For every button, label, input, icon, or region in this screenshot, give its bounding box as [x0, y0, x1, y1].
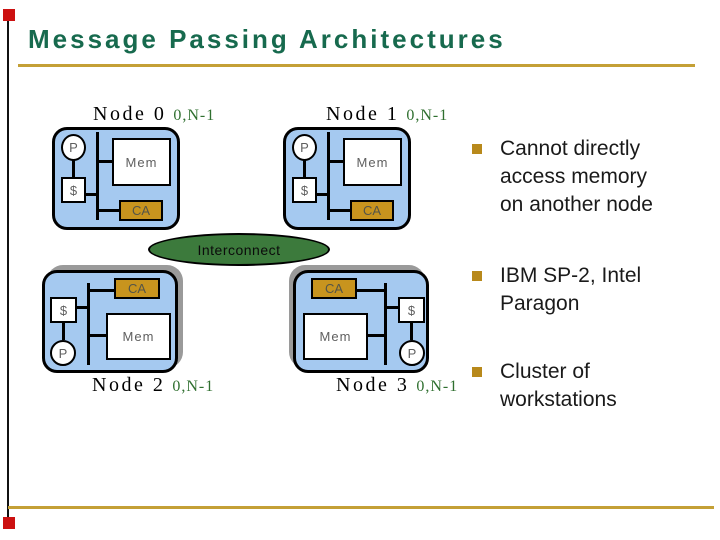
node0-name: Node 0: [93, 103, 167, 125]
node1-proc-cache-connector: [303, 160, 306, 177]
node0-proc-cache-connector: [72, 160, 75, 177]
node3-name: Node 3: [336, 374, 410, 396]
node1-memory: Mem: [343, 138, 402, 186]
red-corner-accent-top: [3, 9, 15, 21]
node3-label: Node 3 0,N-1: [336, 374, 458, 397]
node0-bus-line: [96, 132, 99, 220]
node3-processor: P: [399, 340, 425, 366]
node1-range: 0,N-1: [406, 107, 449, 124]
node0-label: Node 0 0,N-1: [93, 103, 215, 126]
node1-cache: $: [292, 177, 317, 203]
node2-label: Node 2 0,N-1: [92, 374, 214, 397]
slide-title: Message Passing Architectures: [28, 24, 506, 54]
node3-range: 0,N-1: [416, 378, 459, 395]
red-corner-accent-bottom: [3, 517, 15, 529]
node2-bus-line: [87, 283, 90, 365]
node2-name: Node 2: [92, 374, 166, 396]
node2-cache-connector: [77, 306, 87, 309]
node1-label: Node 1 0,N-1: [326, 103, 448, 126]
node2-range: 0,N-1: [172, 378, 215, 395]
node0-cache-connector: [86, 193, 96, 196]
node1-bus-line: [327, 132, 330, 220]
node1-name: Node 1: [326, 103, 400, 125]
node1-comm-assist: CA: [350, 200, 394, 221]
node1-cache-connector: [317, 193, 327, 196]
node3-proc-cache-connector: [410, 323, 413, 340]
bullet-3-line-2: workstations: [500, 388, 617, 411]
node3-box: CA $ Mem P: [293, 270, 429, 373]
node3-mem-connector: [368, 334, 384, 337]
node2-box: CA $ Mem P: [42, 270, 178, 373]
bullet-square-icon-3: [472, 367, 482, 377]
bullet-2-line-1: IBM SP-2, Intel: [500, 264, 642, 287]
node3-comm-assist: CA: [311, 278, 357, 299]
bullet-square-icon-2: [472, 271, 482, 281]
node1-ca-connector: [330, 209, 350, 212]
bullet-2-line-2: Paragon: [500, 292, 580, 315]
node0-box: P Mem $ CA: [52, 127, 180, 230]
title-underline: [18, 64, 695, 67]
node3-memory: Mem: [303, 313, 368, 360]
node3-ca-connector: [357, 289, 384, 292]
interconnect-ellipse: Interconnect: [148, 233, 330, 266]
bullet-1-line-3: on another node: [500, 193, 653, 216]
bullet-1-line-2: access memory: [500, 165, 648, 188]
node0-mem-connector: [99, 160, 112, 163]
node0-range: 0,N-1: [173, 107, 216, 124]
node2-mem-connector: [90, 334, 106, 337]
footer-rule: [8, 506, 714, 509]
bullet-1-text: Cannot directly access memory on another…: [500, 135, 653, 219]
node0-ca-connector: [99, 209, 119, 212]
bullet-3-text: Cluster of workstations: [500, 358, 617, 414]
node2-memory: Mem: [106, 313, 171, 360]
bullet-1-line-1: Cannot directly: [500, 137, 641, 160]
bullet-3-line-1: Cluster of: [500, 360, 590, 383]
node3-bus-line: [384, 283, 387, 365]
bullet-square-icon-1: [472, 144, 482, 154]
node2-cache: $: [50, 297, 77, 323]
node2-proc-cache-connector: [62, 323, 65, 340]
node2-comm-assist: CA: [114, 278, 160, 299]
node3-cache: $: [398, 297, 425, 323]
node1-mem-connector: [330, 160, 343, 163]
node0-comm-assist: CA: [119, 200, 163, 221]
node2-ca-connector: [90, 289, 114, 292]
node1-processor: P: [292, 134, 317, 161]
node1-box: P Mem $ CA: [283, 127, 411, 230]
node0-memory: Mem: [112, 138, 171, 186]
node2-processor: P: [50, 340, 76, 366]
node0-processor: P: [61, 134, 86, 161]
node0-cache: $: [61, 177, 86, 203]
left-edge-line: [7, 21, 9, 517]
bullet-2-text: IBM SP-2, Intel Paragon: [500, 262, 641, 318]
node3-cache-connector: [387, 306, 398, 309]
